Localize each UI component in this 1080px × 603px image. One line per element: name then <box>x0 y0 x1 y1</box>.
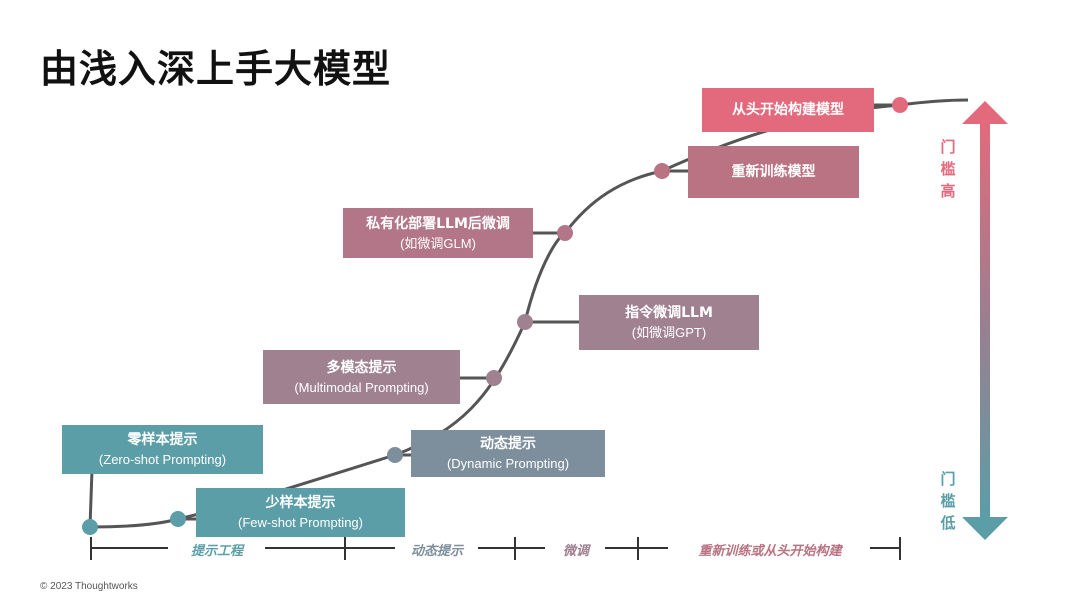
step-title: 从头开始构建模型 <box>732 102 844 118</box>
step-title: 指令微调LLM <box>625 305 713 321</box>
phase-dynamic-prompting: 动态提示 <box>410 544 463 559</box>
step-subtitle: (Dynamic Prompting) <box>446 456 570 471</box>
step-subtitle: (如微调GPT) <box>631 325 707 340</box>
phase-retrain-or-build: 重新训练或从头开始构建 <box>698 544 842 559</box>
step-subtitle: (Zero-shot Prompting) <box>98 452 227 467</box>
step-title: 少样本提示 <box>265 495 336 511</box>
curve-dot-instruct <box>517 314 533 330</box>
curve-dot-retrain <box>654 163 670 179</box>
step-title: 重新训练模型 <box>731 164 816 180</box>
threshold-high-label: 门 槛 高 <box>940 138 956 200</box>
step-private-deploy: 私有化部署LLM后微调 (如微调GLM) <box>343 208 533 258</box>
step-title: 多模态提示 <box>326 359 397 376</box>
step-title: 私有化部署LLM后微调 <box>366 215 510 232</box>
curve-dot-dynamic <box>387 447 403 463</box>
step-subtitle: (Multimodal Prompting) <box>294 379 429 395</box>
step-retrain: 重新训练模型 <box>688 146 859 198</box>
phase-prompt-engineering: 提示工程 <box>190 544 243 559</box>
step-few-shot: 少样本提示 (Few-shot Prompting) <box>196 488 405 537</box>
curve-dot-private <box>557 225 573 241</box>
step-multimodal: 多模态提示 (Multimodal Prompting) <box>263 350 460 404</box>
phase-axis <box>90 537 901 560</box>
step-title: 动态提示 <box>480 436 536 452</box>
copyright-footer: © 2023 Thoughtworks <box>40 581 138 592</box>
step-instruction-tuning: 指令微调LLM (如微调GPT) <box>579 295 759 350</box>
phase-fine-tuning: 微调 <box>562 544 589 559</box>
page-title: 由浅入深上手大模型 <box>40 47 392 91</box>
threshold-low-label: 门 槛 低 <box>940 470 956 532</box>
step-dynamic: 动态提示 (Dynamic Prompting) <box>411 430 605 477</box>
step-from-scratch: 从头开始构建模型 <box>702 88 874 132</box>
curve-dot-zero-shot <box>82 519 98 535</box>
curve-dot-few-shot <box>170 511 186 527</box>
curve-dot-multimodal <box>486 370 502 386</box>
step-subtitle: (如微调GLM) <box>400 235 476 251</box>
step-zero-shot: 零样本提示 (Zero-shot Prompting) <box>62 425 263 474</box>
connector-zero-shot <box>88 469 94 528</box>
step-title: 零样本提示 <box>127 432 198 448</box>
curve-dot-scratch <box>892 97 908 113</box>
step-subtitle: (Few-shot Prompting) <box>238 515 363 530</box>
threshold-arrow <box>962 101 1008 540</box>
